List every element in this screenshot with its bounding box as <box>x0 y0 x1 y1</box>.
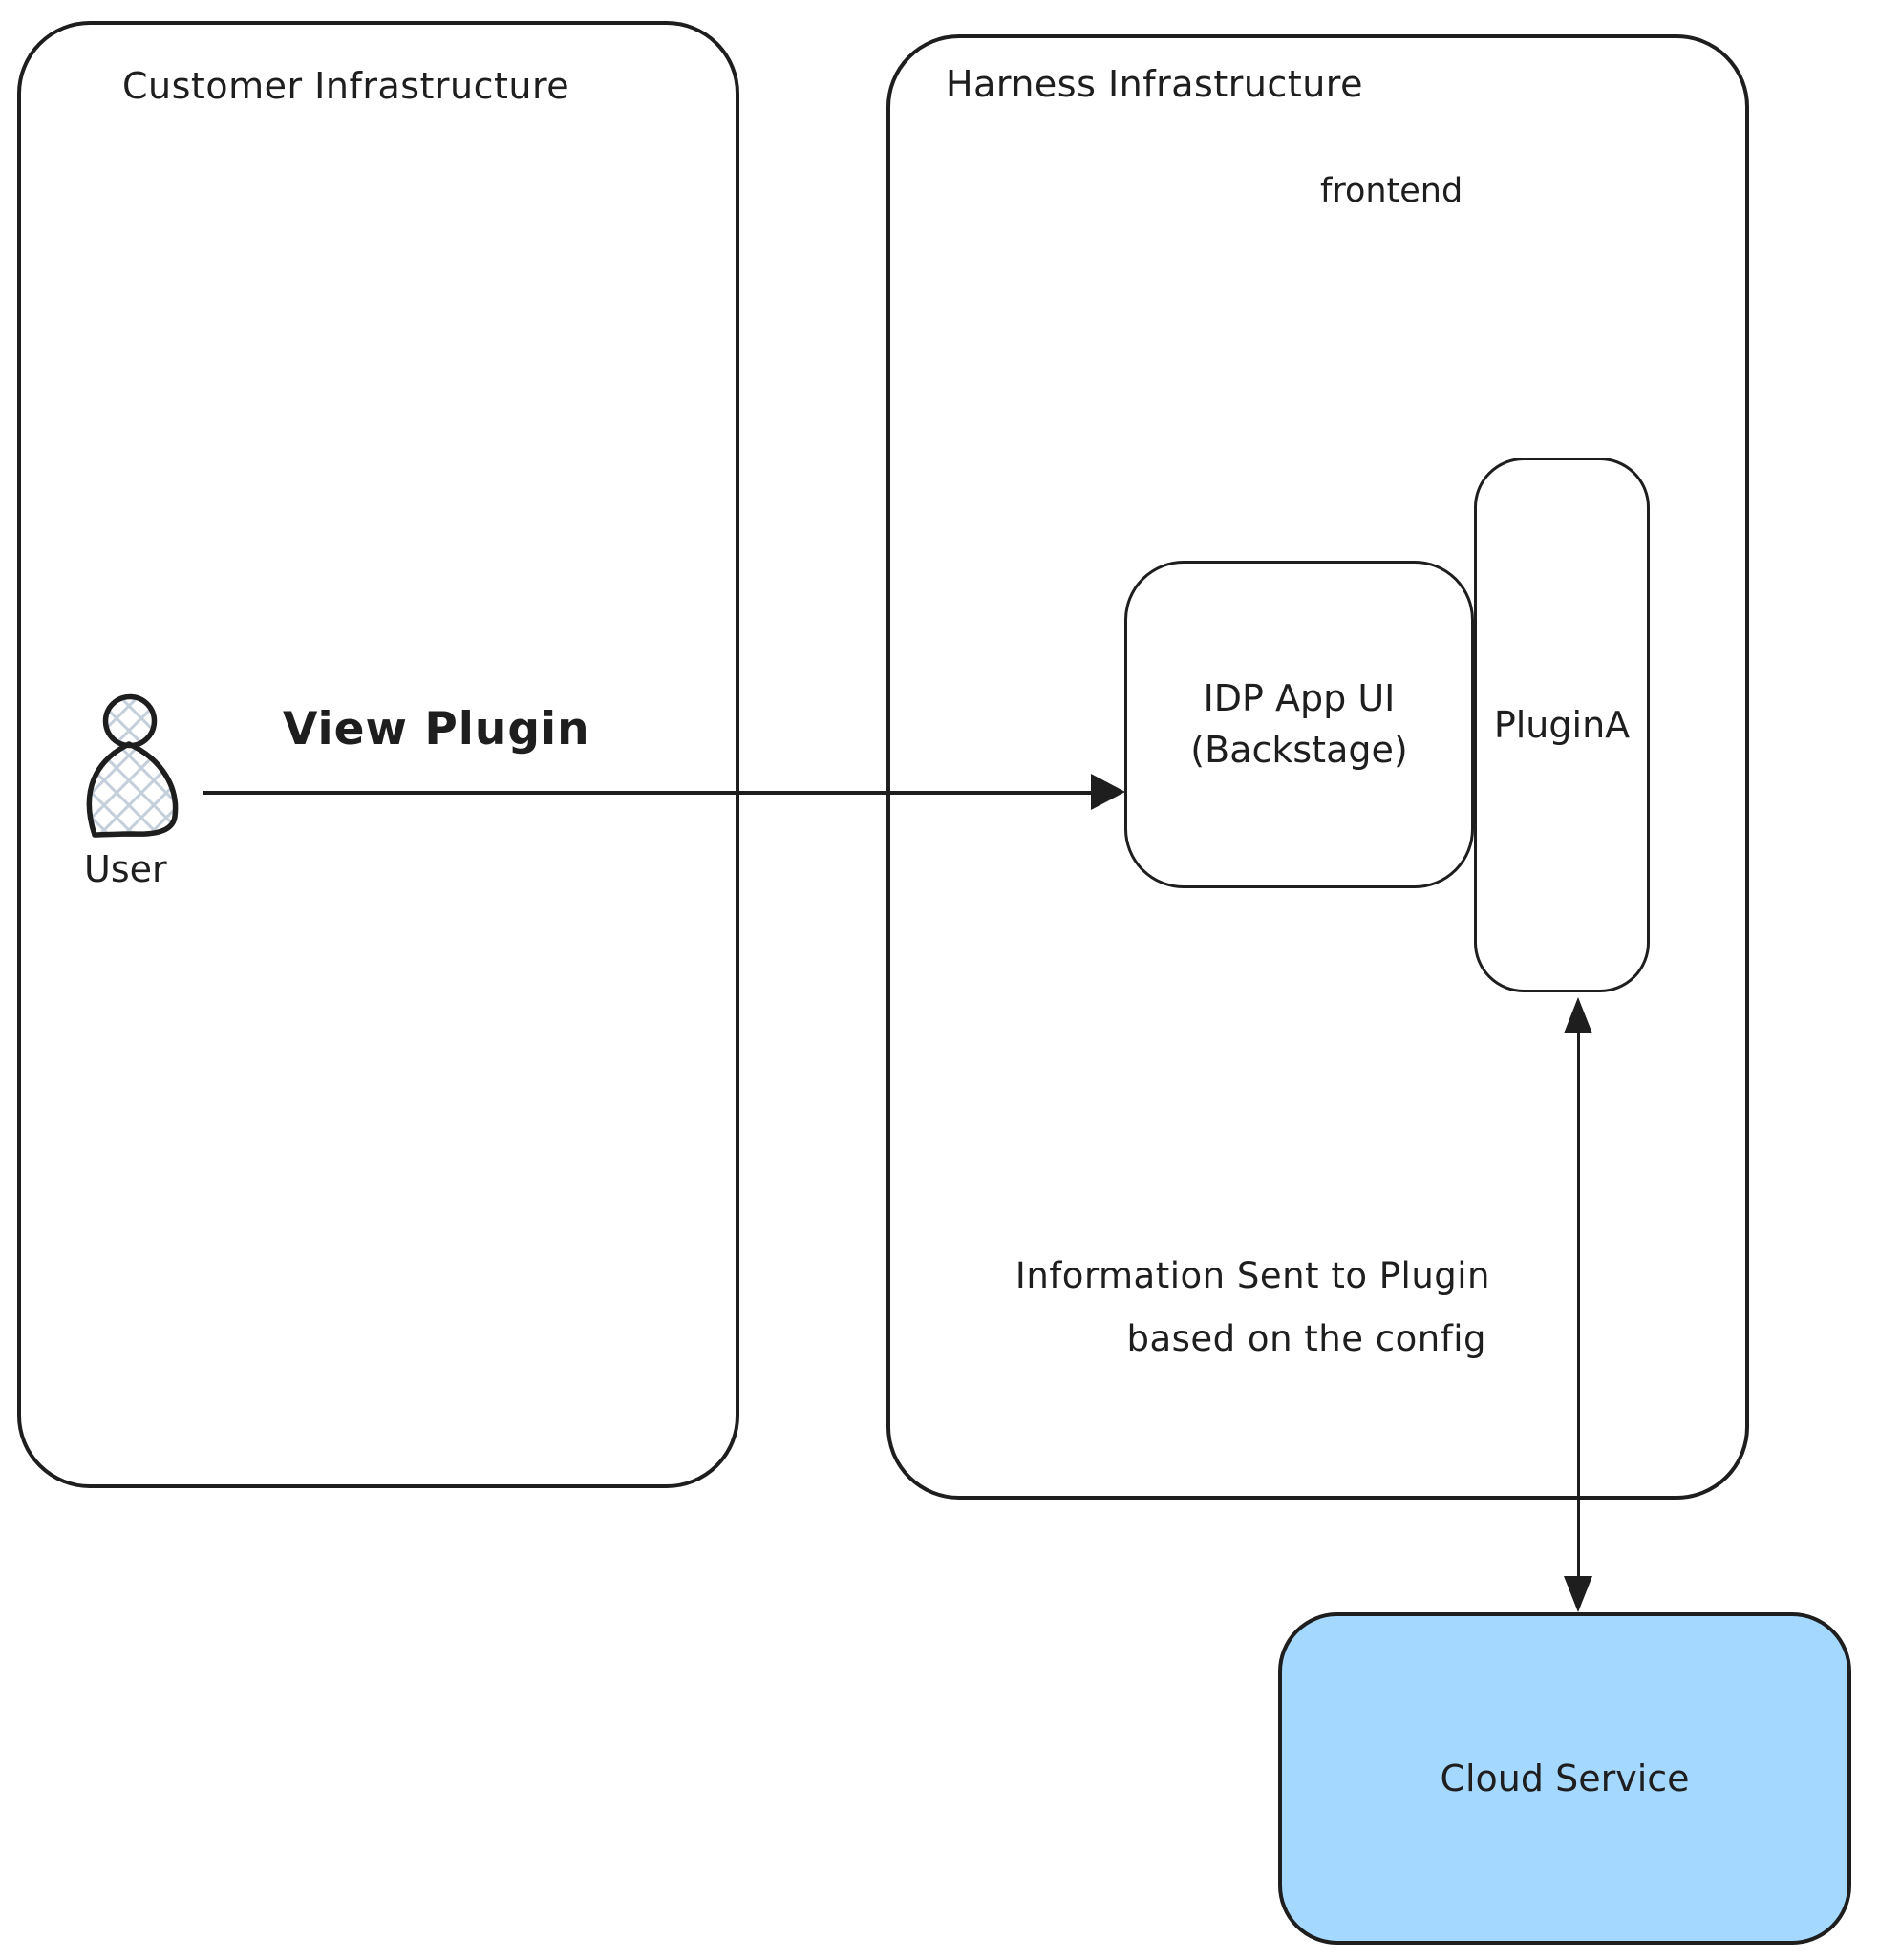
user-person-icon <box>67 693 193 842</box>
idp-app-ui-label: IDP App UI (Backstage) <box>1190 676 1408 771</box>
view-plugin-arrowhead-right-icon <box>1091 774 1125 810</box>
plugin-cloud-arrow-line <box>1577 1005 1580 1580</box>
cloud-service-label: Cloud Service <box>1440 1758 1690 1800</box>
idp-app-ui-box: IDP App UI (Backstage) <box>1124 561 1474 888</box>
plugin-cloud-arrowhead-down-icon <box>1564 1576 1592 1612</box>
view-plugin-arrow-label: View Plugin <box>283 703 590 756</box>
frontend-label: frontend <box>1320 172 1463 210</box>
user-label: User <box>84 848 167 890</box>
plugin-a-box: PluginA <box>1474 458 1650 992</box>
view-plugin-arrow-line <box>203 791 1095 795</box>
cloud-service-box: Cloud Service <box>1278 1612 1851 1945</box>
customer-infrastructure-box: Customer Infrastructure <box>17 21 739 1488</box>
customer-infrastructure-title: Customer Infrastructure <box>122 65 570 107</box>
harness-infrastructure-title: Harness Infrastructure <box>946 63 1363 105</box>
harness-infrastructure-box: Harness Infrastructure frontend <box>886 34 1749 1500</box>
info-sent-to-plugin-label: Information Sent to Plugin based on the … <box>1014 1255 1490 1359</box>
plugin-cloud-arrowhead-up-icon <box>1564 997 1592 1033</box>
plugin-a-label: PluginA <box>1493 704 1631 746</box>
